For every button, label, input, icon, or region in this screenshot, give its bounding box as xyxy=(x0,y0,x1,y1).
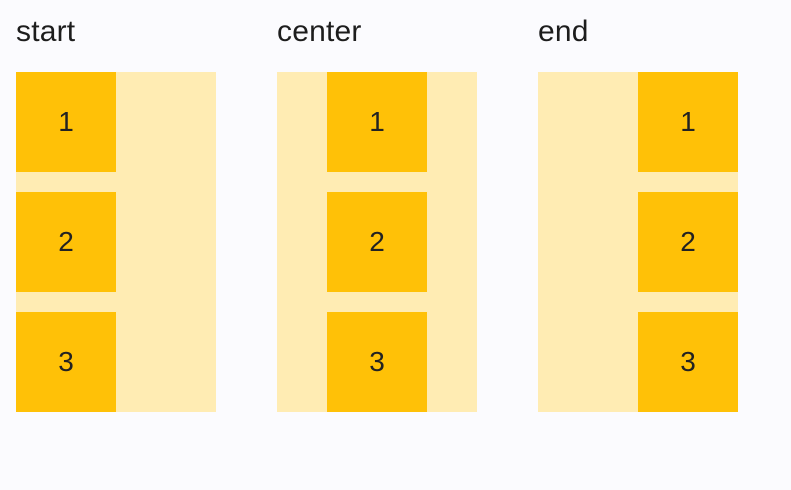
flex-item: 2 xyxy=(638,192,738,292)
flex-container-end: 1 2 3 xyxy=(538,72,738,412)
alignment-demo: start 1 2 3 center 1 2 3 end 1 2 3 xyxy=(16,13,738,412)
flex-container-center: 1 2 3 xyxy=(277,72,477,412)
demo-column-start: start 1 2 3 xyxy=(16,13,216,412)
flex-item: 1 xyxy=(327,72,427,172)
demo-column-end: end 1 2 3 xyxy=(538,13,738,412)
flex-item: 2 xyxy=(16,192,116,292)
column-label-start: start xyxy=(16,15,76,48)
demo-column-center: center 1 2 3 xyxy=(277,13,477,412)
flex-item: 3 xyxy=(638,312,738,412)
column-label-center: center xyxy=(277,15,362,48)
flex-container-start: 1 2 3 xyxy=(16,72,216,412)
flex-item: 3 xyxy=(327,312,427,412)
flex-item: 1 xyxy=(638,72,738,172)
flex-item: 3 xyxy=(16,312,116,412)
column-label-end: end xyxy=(538,15,589,48)
flex-item: 1 xyxy=(16,72,116,172)
flex-item: 2 xyxy=(327,192,427,292)
